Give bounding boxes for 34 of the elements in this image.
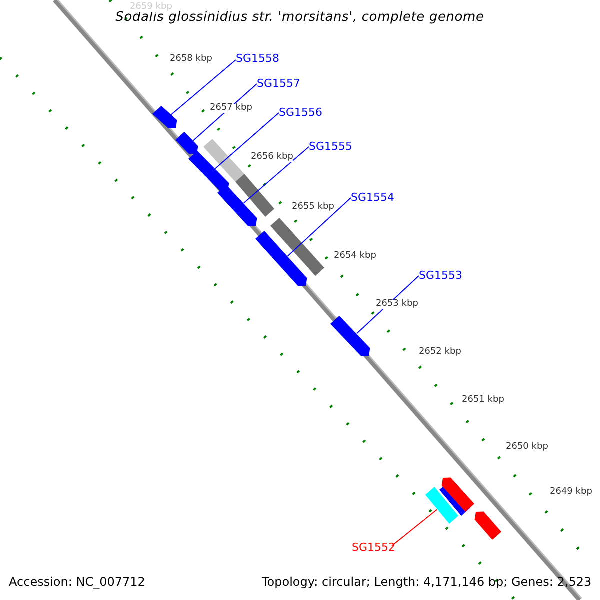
gene-label: SG1553 — [419, 270, 463, 281]
tick-label: 2653 kbp — [376, 300, 418, 309]
gene-feature — [256, 231, 308, 286]
gene-label: SG1554 — [351, 192, 395, 203]
gene-feature — [426, 487, 458, 524]
info-text: Topology: circular; Length: 4,171,146 bp; Genes: 2,523 — [262, 576, 592, 588]
leader-line — [192, 84, 258, 142]
info-text: Accession: NC_007712 — [9, 576, 146, 588]
tick-label: 2650 kbp — [506, 443, 548, 452]
leader-line — [214, 112, 280, 170]
gene-feature — [330, 316, 370, 356]
gene-feature — [188, 151, 230, 192]
tick-label: 2657 kbp — [210, 104, 252, 113]
gene-label: SG1552 — [352, 542, 396, 553]
gene-feature — [218, 185, 258, 226]
tick-label: 2655 kbp — [292, 203, 334, 212]
leader-line — [170, 60, 236, 116]
tick-label: 2649 kbp — [550, 488, 592, 497]
leader-line — [243, 146, 310, 204]
gene-feature — [152, 106, 178, 128]
tick-label: 2654 kbp — [334, 252, 376, 261]
gene-label: SG1556 — [279, 107, 323, 118]
gene-feature — [176, 132, 198, 154]
gene-label: SG1557 — [257, 78, 301, 89]
tick-label: 2652 kbp — [419, 348, 462, 357]
tick-label: 2651 kbp — [462, 396, 504, 405]
gene-label: SG1555 — [309, 141, 353, 152]
leader-line — [356, 276, 420, 334]
leader-line — [392, 509, 438, 546]
leader-line — [287, 198, 352, 257]
map-title: Sodalis glossinidius str. 'morsitans', complete genome — [114, 11, 486, 24]
gene-label: SG1558 — [236, 53, 280, 64]
tick-label: 2656 kbp — [251, 153, 294, 162]
tick-label: 2658 kbp — [170, 55, 212, 64]
